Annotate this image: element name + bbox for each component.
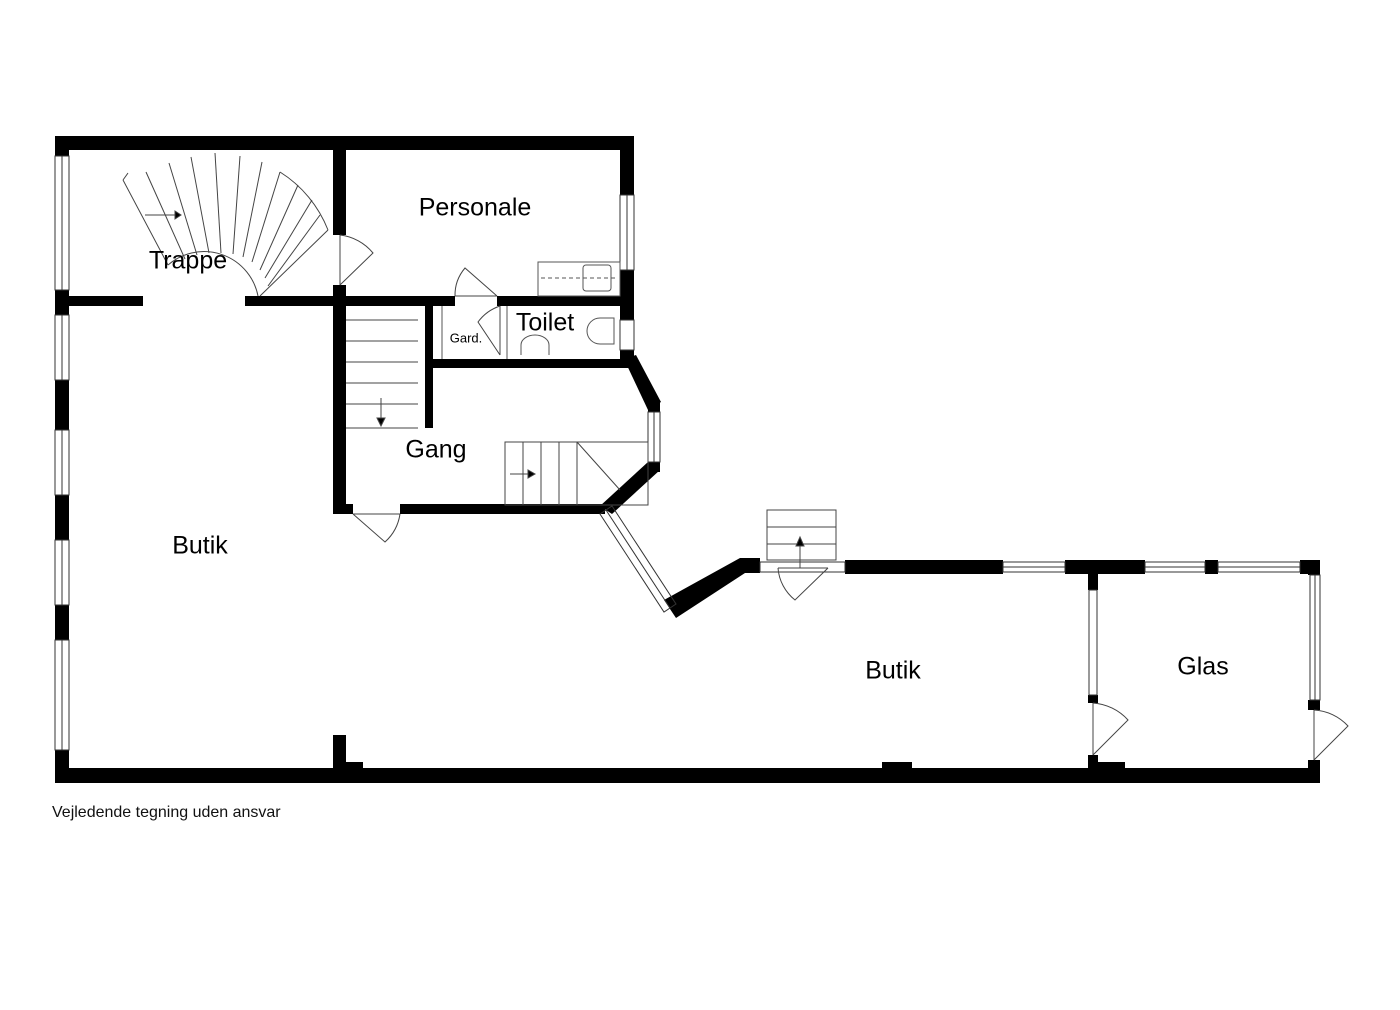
room-label-gard: Gard. (449, 330, 483, 346)
disclaimer-caption: Vejledende tegning uden ansvar (52, 804, 281, 821)
kitchen-counter (537, 261, 621, 297)
lower-stair-gang (504, 441, 649, 506)
stairs (122, 152, 837, 568)
room-label-butik-left: Butik (172, 531, 228, 560)
windows (54, 155, 1321, 751)
toilet-bowl (586, 317, 615, 345)
room-label-gang: Gang (405, 435, 467, 464)
room-label-toilet: Toilet (515, 308, 575, 337)
walls (55, 136, 1320, 783)
room-label-glas: Glas (1177, 652, 1229, 681)
room-label-butik-right: Butik (865, 656, 921, 685)
straight-stair-gang (346, 319, 418, 429)
room-label-personale: Personale (418, 193, 532, 222)
washbasin (520, 334, 550, 355)
entrance-steps (766, 509, 837, 568)
doors (339, 234, 1349, 761)
room-label-trappe: Trappe (148, 246, 228, 275)
fixtures (441, 261, 621, 359)
